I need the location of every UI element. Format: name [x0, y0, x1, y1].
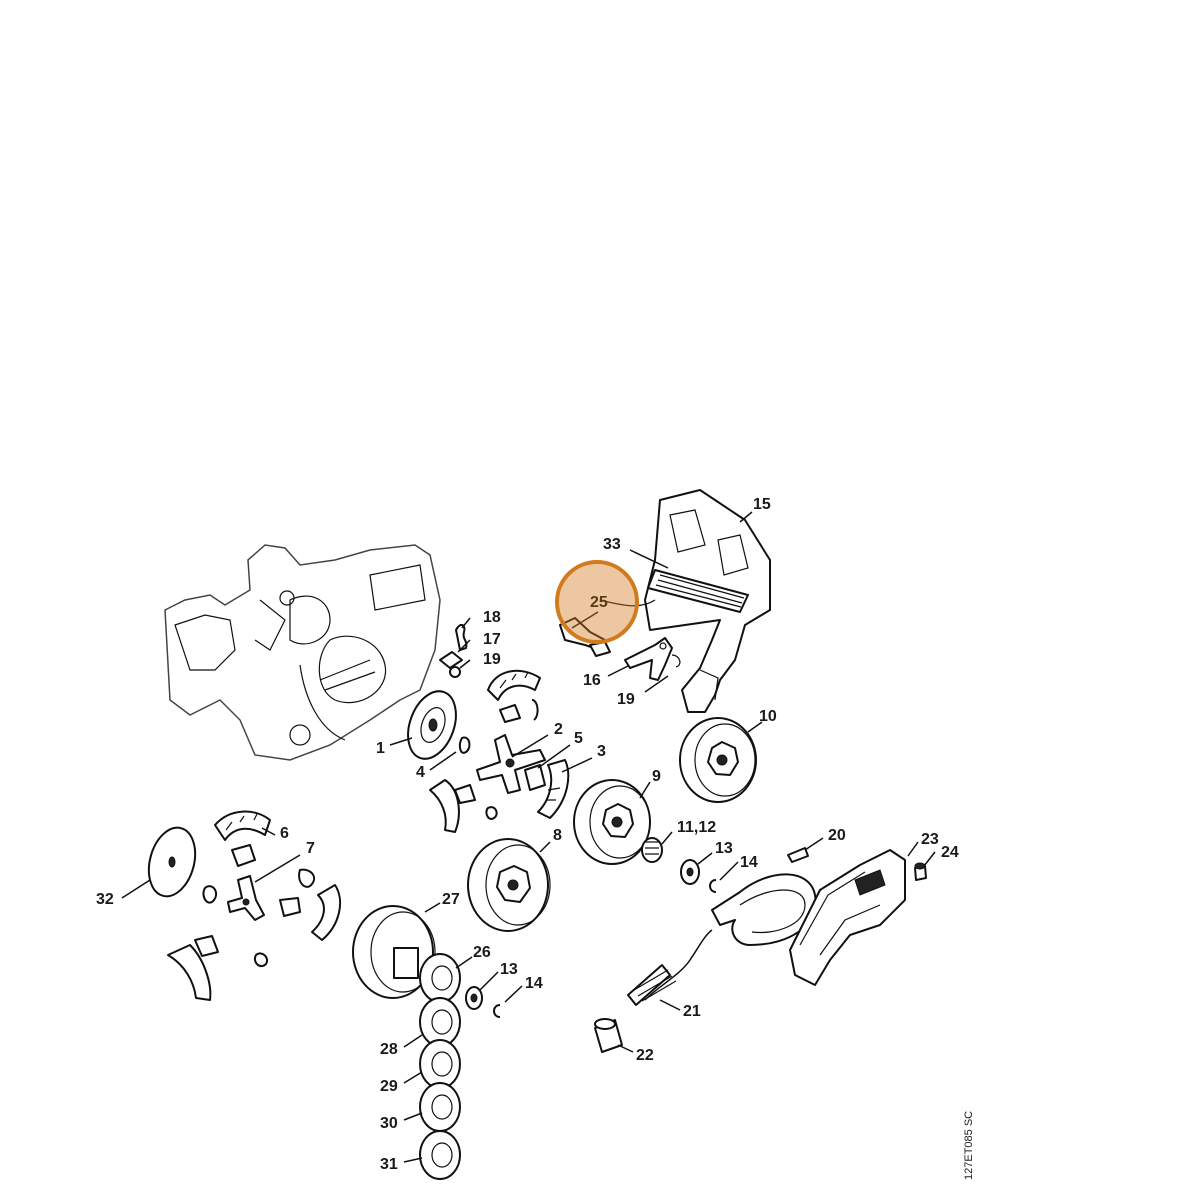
callout-labels: 15 33 18 17 19 16 19 1 2 5 3 4 10 9 11,1…: [96, 496, 959, 1173]
callout-11-12: 11,12: [677, 819, 716, 836]
callout-21: 21: [683, 1003, 701, 1020]
rim-ring-26: [419, 953, 461, 1003]
spring-18: [455, 624, 468, 651]
clutch-washer-1: [407, 690, 457, 760]
clutch-shoe-left: [429, 779, 498, 833]
callout-1: 1: [376, 740, 385, 757]
rim-sprocket-10: [679, 717, 757, 803]
callout-29: 29: [380, 1078, 398, 1095]
callout-3: 3: [597, 743, 606, 760]
clutch-shoe-6: [214, 810, 271, 841]
rim-ring-30: [419, 1082, 461, 1132]
callout-18: 18: [483, 609, 501, 626]
callout-28: 28: [380, 1041, 398, 1058]
callout-26: 26: [473, 944, 491, 961]
washer-13-lower: [465, 986, 483, 1010]
callout-31: 31: [380, 1156, 398, 1173]
callout-8: 8: [553, 827, 562, 844]
callout-5: 5: [574, 730, 583, 747]
callout-30: 30: [380, 1115, 398, 1132]
clutch-parts-6b: [202, 844, 256, 904]
clutch-carrier-7: [227, 875, 265, 921]
callout-10: 10: [759, 708, 777, 725]
washer-13-upper: [680, 859, 700, 885]
callout-2: 2: [554, 721, 563, 738]
callout-4: 4: [416, 764, 425, 781]
rim-sprocket-9: [573, 779, 651, 865]
brake-lever-16: [624, 637, 681, 681]
callout-13-lower: 13: [500, 961, 518, 978]
highlight-label: 25: [590, 594, 608, 611]
callout-9: 9: [652, 768, 661, 785]
clutch-washer-32: [147, 826, 197, 898]
rim-ring-31: [419, 1130, 461, 1180]
clutch-carrier-2: [476, 734, 546, 794]
spur-sprocket-8: [467, 838, 551, 932]
callout-14-upper: 14: [740, 854, 758, 871]
clutch-shoe-top: [487, 669, 541, 701]
callout-13-upper: 13: [715, 840, 733, 857]
grip-pad: [647, 569, 749, 613]
callout-22: 22: [636, 1047, 654, 1064]
callout-7: 7: [306, 840, 315, 857]
callout-33: 33: [603, 536, 621, 553]
bushing-22: [594, 1018, 623, 1053]
sprocket-cover-23: [789, 849, 906, 986]
clutch-shoe-3: [537, 759, 570, 819]
screw-24: [914, 862, 927, 881]
tension-spring-21: [627, 929, 713, 1006]
spur-sprocket-27: [352, 905, 436, 999]
clutch-shoe-bottom: [167, 935, 268, 1001]
callout-17: 17: [483, 631, 501, 648]
washer-17: [439, 651, 463, 669]
callout-14-lower: 14: [525, 975, 543, 992]
callout-16: 16: [583, 672, 601, 689]
callout-20: 20: [828, 827, 846, 844]
callout-6: 6: [280, 825, 289, 842]
crankcase-housing: [164, 544, 441, 761]
eclip-14-lower: [493, 1004, 501, 1018]
rim-ring-29: [419, 1039, 461, 1089]
callout-15: 15: [753, 496, 771, 513]
leader-lines: [121, 511, 936, 1163]
rim-ring-28: [419, 997, 461, 1047]
eclip-14-upper: [709, 879, 717, 893]
callout-24: 24: [941, 844, 959, 861]
highlight-marker[interactable]: 25: [555, 560, 639, 644]
callout-23: 23: [921, 831, 939, 848]
clip-19: [449, 666, 461, 678]
needle-cage-11-12: [641, 837, 663, 863]
callout-19-top: 19: [483, 651, 501, 668]
callout-32: 32: [96, 891, 114, 908]
clutch-springs-7: [279, 868, 342, 941]
clutch-parts-mid: [458, 699, 539, 754]
clutch-spring-5: [524, 764, 546, 791]
callout-19-right: 19: [617, 691, 635, 708]
callout-27: 27: [442, 891, 460, 908]
reference-code: 127ET085 SC: [963, 1111, 975, 1180]
